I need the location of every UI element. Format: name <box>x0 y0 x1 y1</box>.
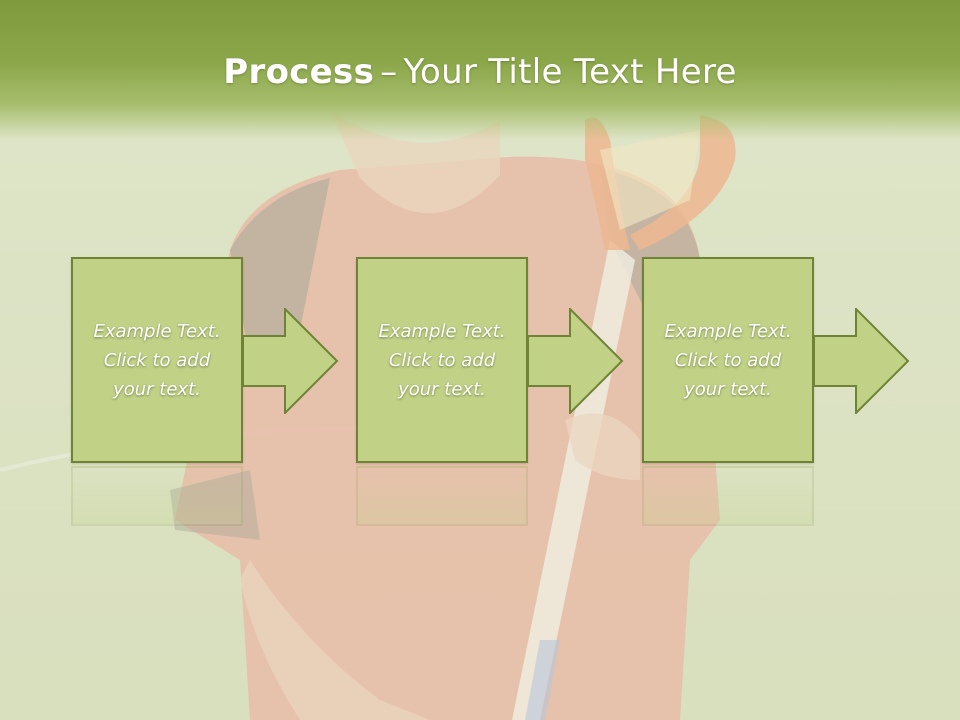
arrow-right-icon <box>814 308 910 414</box>
arrow-right-icon <box>528 308 624 414</box>
process-step-1-box[interactable]: Example Text. Click to add your text. <box>71 257 243 463</box>
title-dash: – <box>380 52 398 92</box>
process-step-3-box[interactable]: Example Text. Click to add your text. <box>642 257 814 463</box>
title-text-part: Your Title Text Here <box>403 52 737 92</box>
process-step-2-text: Example Text. Click to add your text. <box>378 320 506 400</box>
process-step-3-text: Example Text. Click to add your text. <box>664 320 792 400</box>
title-bar <box>0 0 960 140</box>
process-step-1-text: Example Text. Click to add your text. <box>93 320 221 400</box>
slide-title[interactable]: Process–Your Title Text Here <box>0 52 960 92</box>
arrow-right-icon <box>243 308 339 414</box>
process-step-2-box[interactable]: Example Text. Click to add your text. <box>356 257 528 463</box>
title-bold-part: Process <box>223 52 375 92</box>
